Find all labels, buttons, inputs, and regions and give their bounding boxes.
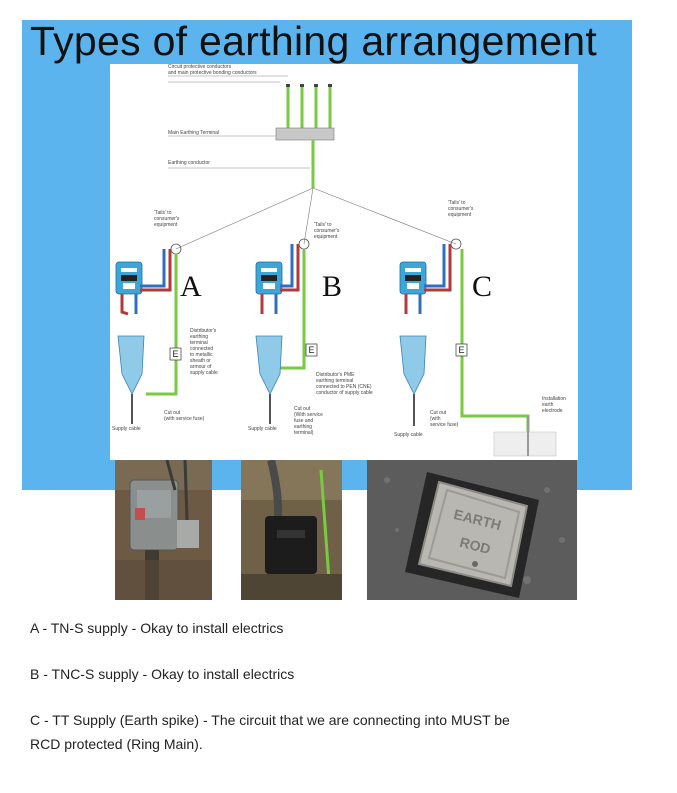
svg-text:equipment: equipment [154,222,178,228]
letter-a: A [180,270,202,303]
caption-a: A - TN-S supply - Okay to install electr… [30,620,284,636]
cutout-b-icon [255,335,283,395]
arrangement-b: E B Distributor's PME earthing terminal … [248,238,373,436]
electrode-label: Installation earth electrode [542,396,566,414]
main-earthing-terminal [275,127,335,141]
e-marker-c: E [459,345,465,355]
svg-text:Distributor's: Distributor's [190,328,217,334]
cpc-wires [286,84,332,128]
svg-text:Cut out: Cut out [430,410,447,416]
e-marker-b: E [309,345,315,355]
photo-tns-cutout [115,460,212,600]
svg-text:equipment: equipment [314,234,338,240]
svg-text:terminal: terminal [190,340,208,346]
svg-text:earthing terminal: earthing terminal [316,378,353,384]
svg-text:electrode: electrode [542,408,563,414]
supply-cable-b: Supply cable [248,426,277,432]
svg-text:sheath or: sheath or [190,358,211,364]
caption-b: B - TNC-S supply - Okay to install elect… [30,666,295,682]
e-marker-a: E [173,349,179,359]
svg-text:service fuse): service fuse) [430,422,459,428]
letter-b: B [322,270,342,303]
arrangement-a: E A Distributor's earthing terminal conn… [112,243,218,432]
caption-c-line1: C - TT Supply (Earth spike) - The circui… [30,712,510,728]
cpc-label-1: Circuit protective conductors [168,64,232,70]
svg-text:Installation: Installation [542,396,566,402]
svg-text:supply cable: supply cable [190,370,218,376]
svg-text:earthing: earthing [294,424,312,430]
svg-text:Distributor's PME: Distributor's PME [316,372,355,378]
svg-text:(with: (with [430,416,441,422]
supply-cable-c: Supply cable [394,432,423,438]
supply-cable-a: Supply cable [112,426,141,432]
cutout-a-label: Cut out (with service fuse) [164,410,205,422]
svg-text:to metallic: to metallic [190,352,213,358]
caption-c-line2: RCD protected (Ring Main). [30,736,203,752]
svg-text:'Tails' to: 'Tails' to [448,200,466,206]
met-label: Main Earthing Terminal [168,130,219,136]
note-b: Distributor's PME earthing terminal conn… [316,372,373,396]
slide-title: Types of earthing arrangement [30,18,598,64]
arrangement-c: E C Cut out (with service fuse) Supply c… [394,238,566,457]
svg-text:equipment: equipment [448,212,472,218]
earthing-diagram-svg: Circuit protective conductors and main p… [112,64,566,457]
svg-text:fuse and: fuse and [294,418,313,424]
cutout-a-icon [117,335,145,395]
svg-text:armour of: armour of [190,364,212,370]
note-a: Distributor's earthing terminal connecte… [190,328,218,376]
svg-text:consumer's: consumer's [448,206,474,212]
svg-text:consumer's: consumer's [154,216,180,222]
svg-text:earth: earth [542,402,554,408]
svg-text:earthing: earthing [190,334,208,340]
svg-text:connected: connected [190,346,213,352]
earthing-diagram: Circuit protective conductors and main p… [110,64,578,460]
photo-earth-rod-cover: EARTH ROD [367,460,577,600]
cutout-c-icon [399,335,427,395]
svg-text:(with service fuse): (with service fuse) [164,416,205,422]
tails-label-a: 'Tails' to consumer's equipment [154,210,180,228]
svg-text:Cut out: Cut out [164,410,181,416]
svg-text:connected to PEN (CNE): connected to PEN (CNE) [316,384,372,390]
ground-box [493,431,557,457]
letter-c: C [472,270,492,303]
tails-label-b: 'Tails' to consumer's equipment [314,222,340,240]
svg-text:(With service: (With service [294,412,323,418]
earth-rod-cover-text-2: ROD [458,534,492,557]
cpc-label-2: and main protective bonding conductors [168,70,257,76]
svg-text:conductor of supply cable: conductor of supply cable [316,390,373,396]
earthing-conductor-label: Earthing conductor [168,160,210,166]
cutout-c-label: Cut out (with service fuse) [430,410,459,428]
photo-tncs-cutout [241,460,342,600]
svg-text:Cut out: Cut out [294,406,311,412]
svg-text:'Tails' to: 'Tails' to [314,222,332,228]
svg-text:terminal): terminal) [294,430,314,436]
tails-label-c: 'Tails' to consumer's equipment [448,200,474,218]
cutout-b-label: Cut out (With service fuse and earthing … [294,406,323,436]
svg-text:'Tails' to: 'Tails' to [154,210,172,216]
svg-text:consumer's: consumer's [314,228,340,234]
